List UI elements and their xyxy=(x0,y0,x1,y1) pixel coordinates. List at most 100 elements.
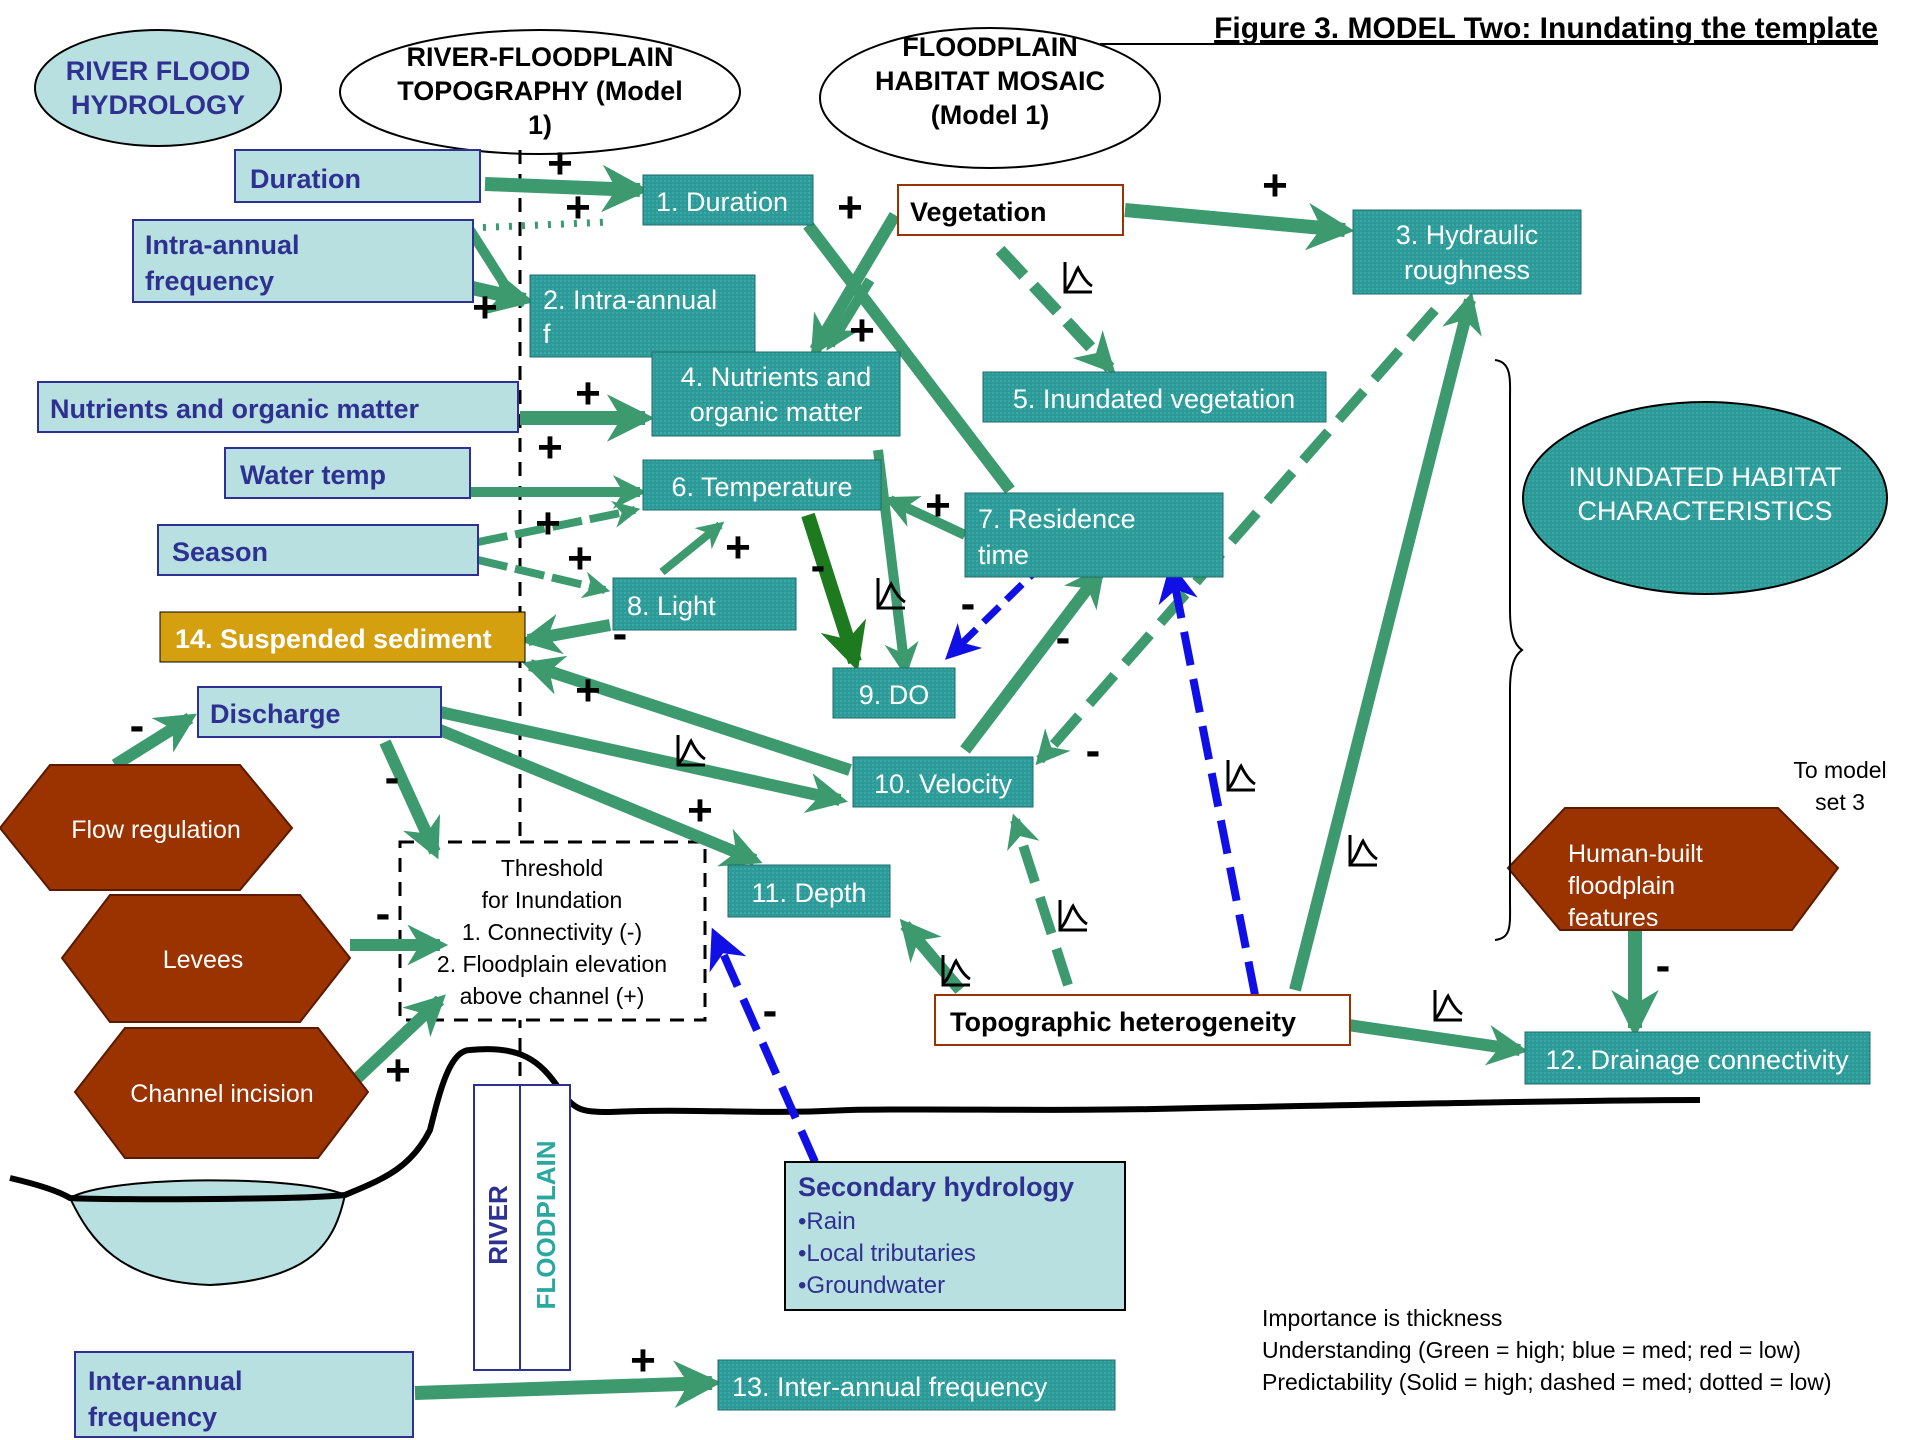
outcome-10-velocity: 10. Velocity xyxy=(852,756,1034,808)
svg-text:(Model 1): (Model 1) xyxy=(931,100,1050,130)
plus-sign: + xyxy=(567,534,593,583)
svg-text:9. DO: 9. DO xyxy=(859,680,930,710)
arrow-8-to-sediment xyxy=(519,614,612,655)
svg-text:14. Suspended sediment: 14. Suspended sediment xyxy=(175,624,492,654)
svg-text:frequency: frequency xyxy=(88,1402,217,1432)
plus-sign: + xyxy=(849,306,875,355)
arrow-1-to-7 xyxy=(803,221,1015,494)
driver-intra-annual: Intra-annual frequency xyxy=(132,219,474,303)
svg-text:floodplain: floodplain xyxy=(1568,872,1675,900)
floodplain-label: FLOODPLAIN xyxy=(531,1141,561,1310)
header-habitat-mosaic: FLOODPLAIN HABITAT MOSAIC (Model 1) xyxy=(819,27,1161,169)
svg-text:1. Duration: 1. Duration xyxy=(656,187,788,217)
svg-text:TOPOGRAPHY (Model: TOPOGRAPHY (Model xyxy=(397,76,683,106)
outcome-13-inter-annual-frequency: 13. Inter-annual frequency xyxy=(717,1359,1116,1411)
svg-text:Discharge: Discharge xyxy=(210,699,341,729)
arrow-season-to-8 xyxy=(477,556,611,599)
svg-text:features: features xyxy=(1568,904,1658,932)
nonlinear-curve-icon xyxy=(1226,760,1256,792)
modifier-human-built: Human-built floodplain features xyxy=(1506,807,1840,932)
arrow-10-to-7 xyxy=(960,565,1105,754)
figure-title: Figure 3. MODEL Two: Inundating the temp… xyxy=(1214,12,1878,45)
svg-text:set 3: set 3 xyxy=(1815,789,1865,815)
arrow-topo-to-12 xyxy=(1347,1019,1529,1066)
minus-sign: - xyxy=(385,753,400,802)
driver-inter-annual: Inter-annual frequency xyxy=(74,1351,414,1438)
minus-sign: - xyxy=(961,579,976,628)
nonlinear-curve-icon xyxy=(676,735,706,767)
arrow-vegetation-to-5 xyxy=(995,245,1116,374)
threshold-box: Threshold for Inundation 1. Connectivity… xyxy=(398,840,707,1022)
driver-water-temp: Water temp xyxy=(224,447,471,499)
arrow-topo-to-7-blue xyxy=(1158,562,1259,996)
arrow-duration-to-1 xyxy=(484,164,650,213)
svg-text:HABITAT MOSAIC: HABITAT MOSAIC xyxy=(875,66,1105,96)
outcome-2-intra-annual: 2. Intra-annual f xyxy=(529,274,756,358)
arrow-velocity-to-sediment xyxy=(522,655,852,776)
arrow-season-to-6 xyxy=(477,501,641,546)
svg-text:HYDROLOGY: HYDROLOGY xyxy=(71,90,245,120)
driver-season: Season xyxy=(157,524,479,576)
svg-text:Topographic heterogeneity: Topographic heterogeneity xyxy=(950,1007,1296,1037)
svg-text:Inter-annual: Inter-annual xyxy=(88,1366,243,1396)
minus-sign: - xyxy=(811,541,826,590)
svg-text:Vegetation: Vegetation xyxy=(910,197,1047,227)
minus-sign: - xyxy=(1056,613,1071,662)
nonlinear-curve-icon xyxy=(1348,835,1378,867)
plus-sign: + xyxy=(687,786,713,835)
arrow-topo-to-11 xyxy=(899,918,965,994)
nonlinear-curve-icon xyxy=(941,955,971,987)
topographic-heterogeneity-box: Topographic heterogeneity xyxy=(934,994,1351,1046)
secondary-item-groundwater: •Groundwater xyxy=(798,1272,945,1299)
plus-sign: + xyxy=(575,666,601,715)
svg-text:CHARACTERISTICS: CHARACTERISTICS xyxy=(1577,496,1832,526)
minus-sign: - xyxy=(1656,941,1671,990)
svg-text:Nutrients and organic matter: Nutrients and organic matter xyxy=(50,394,420,424)
svg-text:3. Hydraulic: 3. Hydraulic xyxy=(1396,220,1539,250)
minus-sign: - xyxy=(130,701,145,750)
outcome-3-hydraulic-roughness: 3. Hydraulic roughness xyxy=(1352,209,1582,295)
arrow-7-to-6 xyxy=(883,495,968,540)
svg-text:Levees: Levees xyxy=(163,946,244,974)
svg-text:Human-built: Human-built xyxy=(1568,840,1703,868)
svg-text:Understanding (Green = high; b: Understanding (Green = high; blue = med;… xyxy=(1262,1337,1801,1363)
minus-sign: - xyxy=(613,609,628,658)
plus-sign: + xyxy=(725,523,751,572)
driver-duration: Duration xyxy=(234,149,481,203)
secondary-hydrology-box: Secondary hydrology •Rain •Local tributa… xyxy=(784,1161,1126,1311)
plus-sign: + xyxy=(1262,161,1288,210)
svg-text:Duration: Duration xyxy=(250,164,361,194)
plus-signs: + + + + + + + + + + + + + + + + xyxy=(385,139,1288,1385)
driver-boxes: Duration Intra-annual frequency Nutrient… xyxy=(37,149,526,1438)
driver-discharge: Discharge xyxy=(197,686,442,738)
arrow-discharge-to-threshold xyxy=(379,739,441,860)
secondary-item-tributaries: •Local tributaries xyxy=(798,1240,976,1267)
svg-text:Secondary hydrology: Secondary hydrology xyxy=(798,1172,1074,1202)
to-model-note: To model set 3 xyxy=(1793,757,1886,815)
svg-text:FLOODPLAIN: FLOODPLAIN xyxy=(902,32,1078,62)
plus-sign: + xyxy=(535,499,561,548)
svg-text:RIVER-FLOODPLAIN: RIVER-FLOODPLAIN xyxy=(407,42,674,72)
modifier-channel-incision: Channel incision xyxy=(73,1027,370,1159)
arrow-7-to-9-blue xyxy=(944,559,1048,660)
header-river-flood-hydrology: RIVER FLOOD HYDROLOGY xyxy=(34,29,282,147)
svg-text:13. Inter-annual frequency: 13. Inter-annual frequency xyxy=(732,1372,1048,1402)
arrow-6-to-9-dark xyxy=(801,512,867,672)
minus-signs: - - - - - - - - - - xyxy=(130,541,1671,1035)
svg-text:Intra-annual: Intra-annual xyxy=(145,230,300,260)
river-floodplain-labels: RIVER FLOODPLAIN xyxy=(473,1084,571,1371)
svg-text:12. Drainage connectivity: 12. Drainage connectivity xyxy=(1545,1045,1849,1075)
svg-text:4. Nutrients and: 4. Nutrients and xyxy=(681,362,872,392)
plus-sign: + xyxy=(385,1046,411,1095)
svg-text:5. Inundated vegetation: 5. Inundated vegetation xyxy=(1013,384,1295,414)
inundated-habitat-characteristics: INUNDATED HABITAT CHARACTERISTICS xyxy=(1522,401,1888,595)
svg-text:organic matter: organic matter xyxy=(690,397,863,427)
svg-text:2. Intra-annual: 2. Intra-annual xyxy=(543,285,717,315)
svg-text:Water temp: Water temp xyxy=(240,460,386,490)
svg-text:for Inundation: for Inundation xyxy=(482,887,623,913)
minus-sign: - xyxy=(1086,726,1101,775)
arrow-inter-to-13 xyxy=(414,1360,722,1409)
outcome-4-nutrients: 4. Nutrients and organic matter xyxy=(651,351,901,437)
svg-text:Predictability (Solid = high;: Predictability (Solid = high; dashed = m… xyxy=(1262,1369,1832,1395)
